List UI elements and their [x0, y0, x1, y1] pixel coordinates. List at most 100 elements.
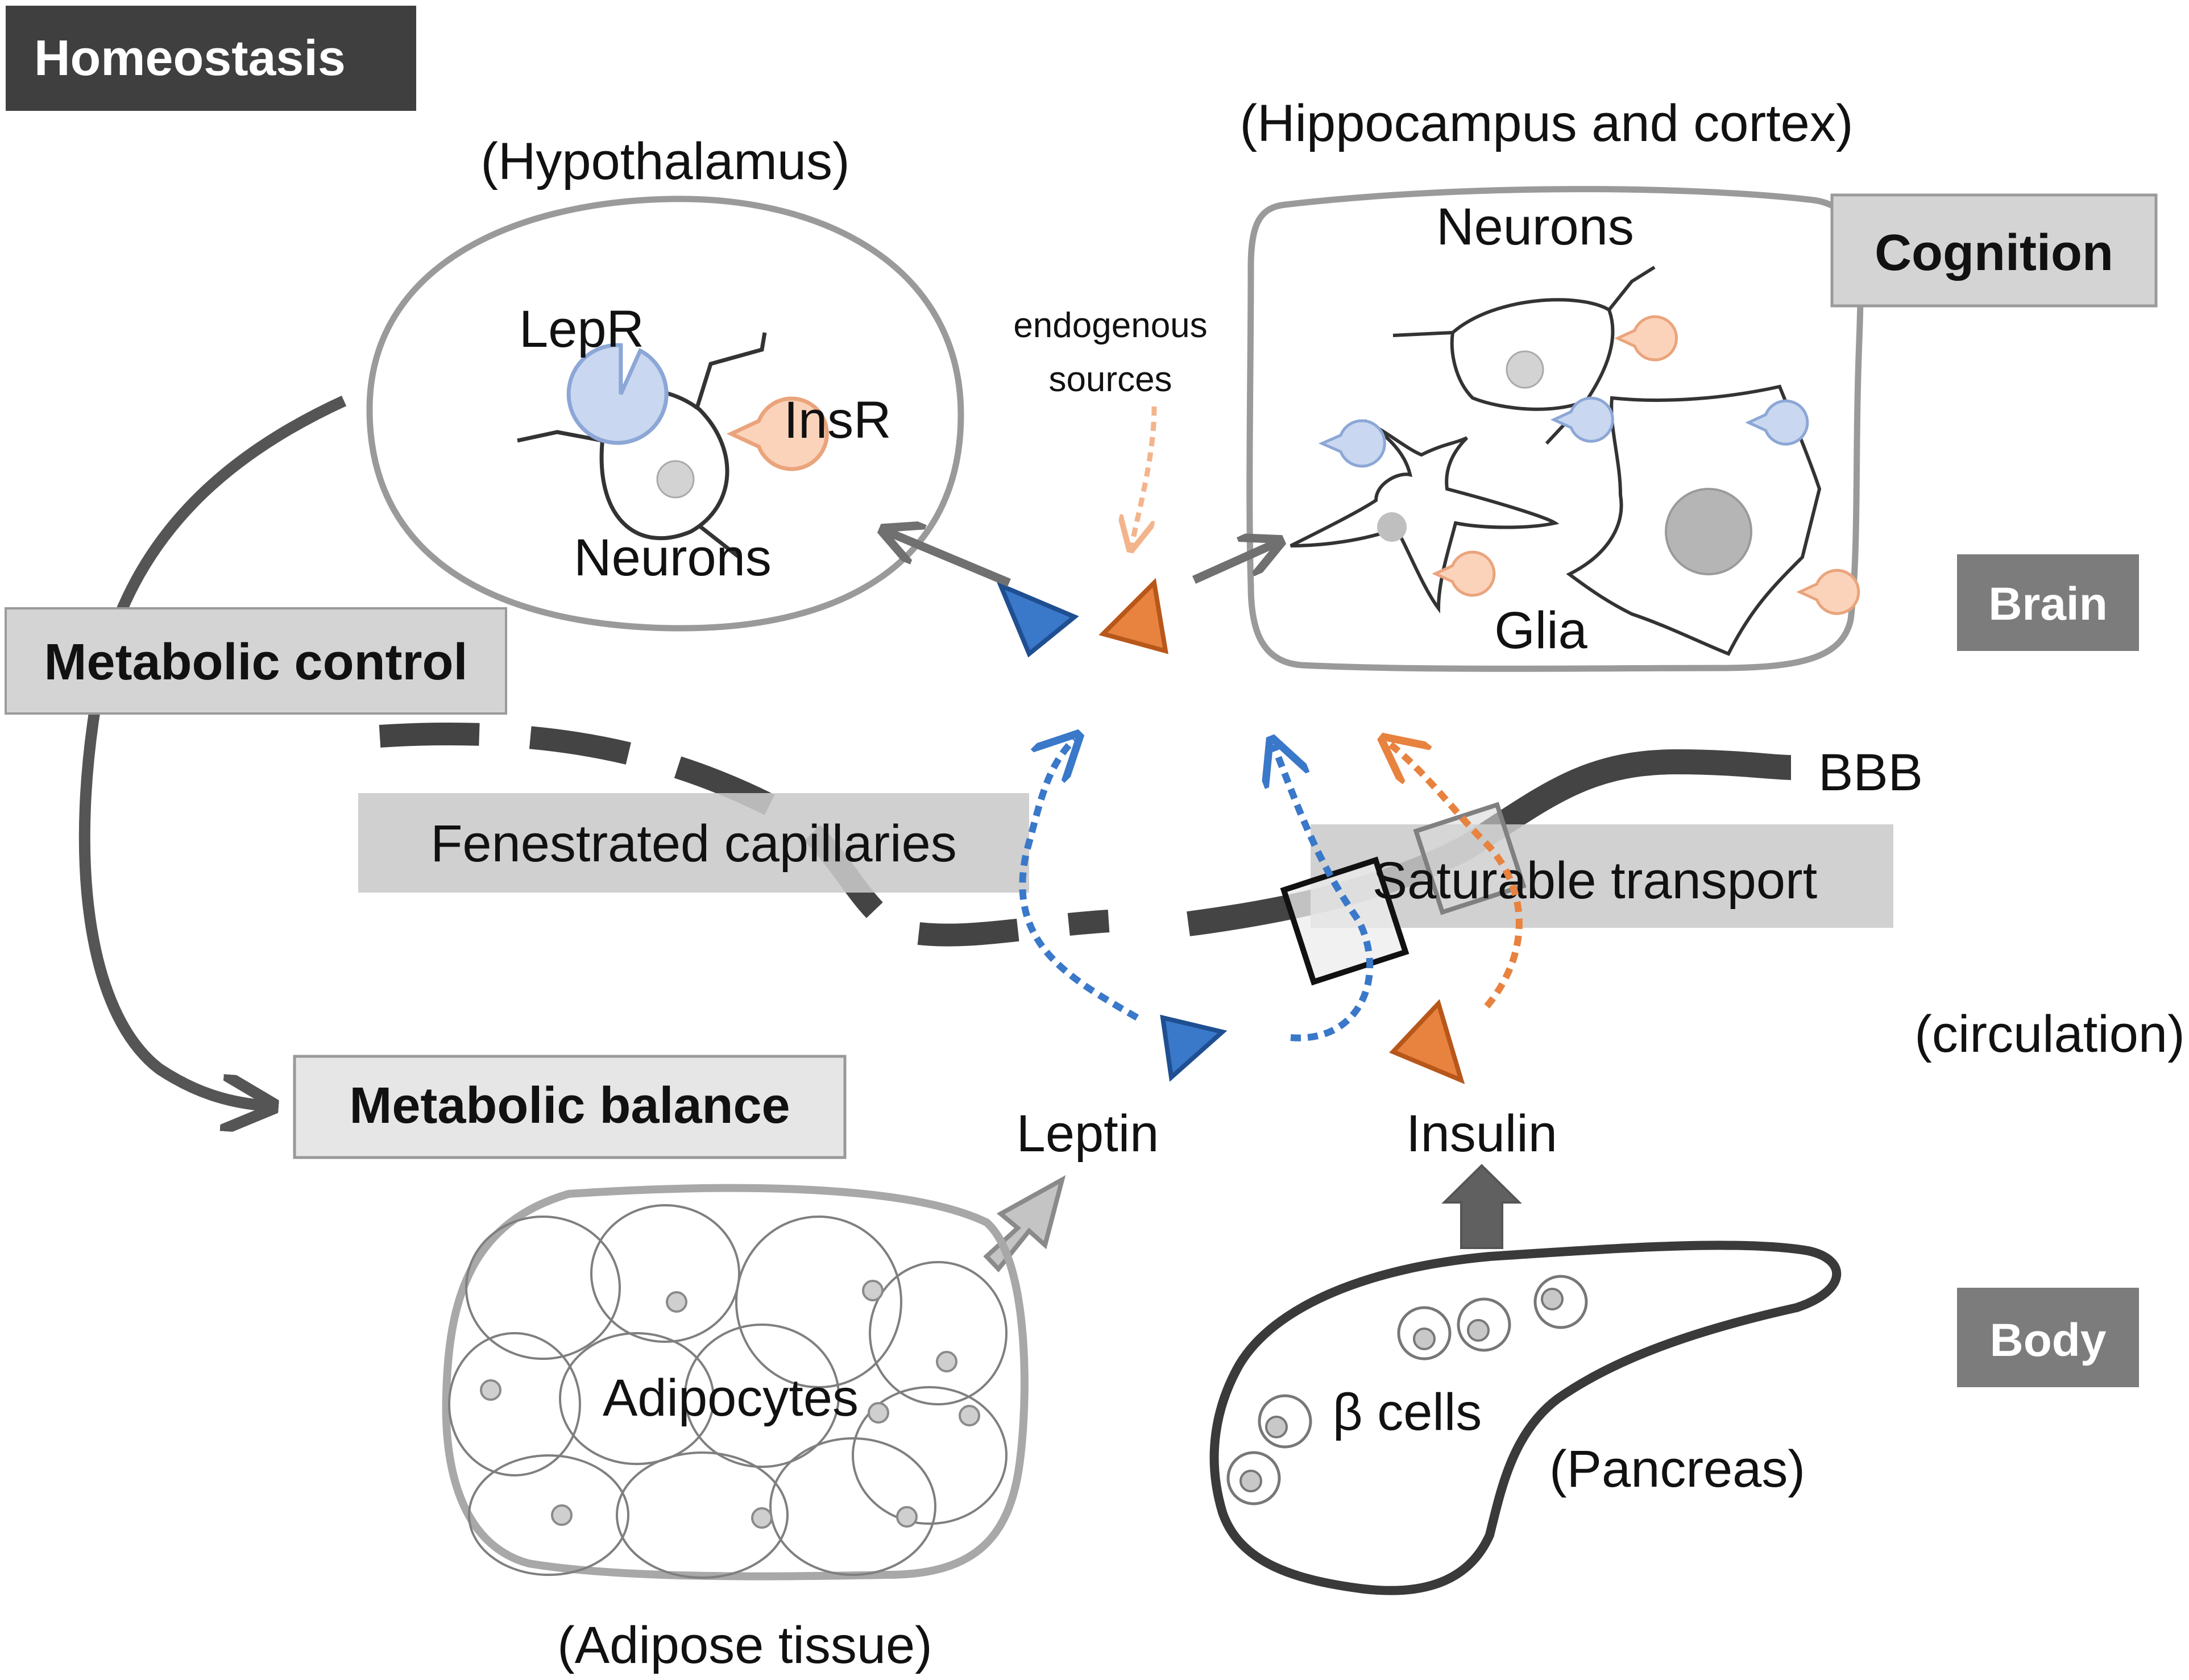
- beta-cell-nucleus: [1413, 1328, 1436, 1350]
- hypothalamus-group: (Hypothalamus) LepR InsR Neurons: [366, 132, 964, 632]
- lepr-receptor-icon: [1318, 419, 1386, 468]
- lepr-receptor-icon: [566, 343, 669, 445]
- cognition-label: Cognition: [1875, 225, 2113, 281]
- adipocyte-cell: [590, 1204, 740, 1343]
- insr-receptor-icon: [726, 396, 829, 471]
- leptin-bbb-dotted-arrow: [1274, 745, 1374, 1042]
- pancreas-caption: (Pancreas): [1549, 1440, 1805, 1498]
- arrow-to-hippocampus: [1192, 543, 1276, 584]
- endogenous-line1: endogenous: [1013, 306, 1207, 345]
- lepr-receptor-icon: [1745, 399, 1809, 446]
- hypothalamus-neuron-nucleus: [656, 460, 695, 499]
- leptin-label: Leptin: [1017, 1105, 1159, 1163]
- metabolic-control-label: Metabolic control: [44, 634, 467, 691]
- beta-cell: [1226, 1451, 1281, 1505]
- insulin-triangle-circulation: [1389, 999, 1465, 1084]
- leptin-triangle-brain: [996, 581, 1079, 658]
- hypothalamus-caption: (Hypothalamus): [480, 132, 849, 190]
- fenestrated-capillaries-box: [358, 793, 1029, 893]
- transporter-square-back: [1413, 802, 1527, 915]
- adipose-tissue-caption: (Adipose tissue): [557, 1616, 932, 1674]
- beta-cells-label: β cells: [1333, 1383, 1482, 1441]
- pancreas-outline: [1209, 1241, 1842, 1595]
- adipocyte-nuclei: [480, 1280, 980, 1529]
- arrow-to-hypothalamus: [887, 532, 1011, 587]
- homeostasis-title: Homeostasis: [34, 30, 346, 86]
- homeostasis-header: Homeostasis: [6, 6, 416, 111]
- insulin-label: Insulin: [1406, 1105, 1557, 1163]
- hypothalamus-neuron-dendrites: [517, 332, 767, 559]
- brain-region-label: Brain: [1957, 554, 2139, 651]
- beta-cell-nucleus: [1265, 1416, 1288, 1438]
- insulin-triangle-brain: [1098, 578, 1168, 654]
- adipose-tissue-group: Adipocytes (Adipose tissue): [442, 1184, 1029, 1674]
- metabolic-balance-box: [293, 1055, 847, 1159]
- metabolic-balance-label: Metabolic balance: [349, 1077, 790, 1134]
- adipocyte-cell: [769, 1437, 936, 1576]
- adipocyte-cell: [465, 1216, 621, 1360]
- leptin-triangle-circulation: [1160, 1014, 1228, 1082]
- insr-receptor-icon: [1432, 550, 1496, 597]
- hippocampus-neurons-label: Neurons: [1436, 198, 1634, 256]
- adipocyte-nucleus: [666, 1291, 687, 1313]
- adipose-outline: [442, 1184, 1029, 1581]
- insulin-bbb-dotted-arrow: [1387, 742, 1523, 1009]
- saturable-transport-label: Saturable transport: [1373, 852, 1817, 910]
- adipocyte-nucleus: [480, 1379, 501, 1401]
- bbb-label: BBB: [1818, 744, 1923, 802]
- endogenous-sources: endogenous sources: [1013, 306, 1208, 546]
- adipocyte-nucleus: [551, 1504, 573, 1526]
- adipocyte-cell: [735, 1216, 902, 1388]
- cognition-box: [1830, 193, 2158, 308]
- hippocampus-neuron-outline: [1450, 298, 1615, 411]
- adipocyte-cell: [684, 1324, 840, 1468]
- hippocampus-cortex-group: (Hippocampus and cortex) Cognition Neuro…: [1240, 94, 2158, 672]
- beta-cell: [1258, 1394, 1312, 1449]
- adipocyte-cell: [448, 1332, 581, 1476]
- adipocyte-cell: [468, 1454, 629, 1576]
- leptin-fenestrated-dotted-arrow: [1019, 739, 1139, 1021]
- leptin-secretion-arrow: [983, 1175, 1066, 1273]
- adipocyte-nucleus: [936, 1351, 957, 1372]
- lepr-label: LepR: [519, 300, 644, 358]
- brain-label: Brain: [1988, 578, 2108, 630]
- pancreas-group: β cells (Pancreas): [1209, 1241, 1842, 1595]
- star-glia-outline: [1290, 419, 1560, 614]
- beta-cells: [1226, 1275, 1588, 1505]
- large-glia-nucleus: [1665, 488, 1752, 575]
- glia-label: Glia: [1494, 602, 1587, 659]
- adipocyte-nucleus: [868, 1402, 889, 1424]
- beta-cell-nucleus: [1541, 1288, 1564, 1310]
- beta-cell-nucleus: [1239, 1470, 1262, 1492]
- insr-receptor-icon: [1796, 569, 1860, 615]
- adipocyte-cell: [616, 1451, 789, 1579]
- metabolic-control-curved-arrow: [78, 395, 347, 1106]
- beta-cell-nucleus: [1467, 1319, 1490, 1342]
- body-label: Body: [1990, 1314, 2107, 1366]
- adipocyte-nucleus: [862, 1280, 884, 1301]
- insr-label: InsR: [783, 391, 891, 449]
- circulation-label: (circulation): [1914, 1005, 2184, 1063]
- hypothalamus-neurons-label: Neurons: [574, 529, 772, 587]
- metabolic-control-box: [5, 607, 507, 715]
- large-glia-outline: [1566, 384, 1822, 656]
- beta-cell: [1533, 1275, 1588, 1329]
- adipocyte-cell: [852, 1386, 1008, 1525]
- endogenous-line2: sources: [1048, 360, 1172, 399]
- body-region-label: Body: [1957, 1288, 2139, 1387]
- fenestrated-capillaries-label: Fenestrated capillaries: [430, 815, 957, 873]
- beta-cell-nuclei: [1239, 1288, 1564, 1492]
- insulin-secretion-arrow: [1441, 1164, 1522, 1249]
- insr-receptor-icon: [1614, 315, 1678, 362]
- adipocyte-nucleus: [896, 1506, 918, 1528]
- adipocyte-cell: [869, 1261, 1008, 1405]
- adipocyte-cell: [559, 1332, 715, 1465]
- endogenous-dotted-arrow: [1131, 406, 1157, 546]
- beta-cell: [1457, 1297, 1511, 1352]
- saturable-transport-box: [1311, 824, 1893, 928]
- star-glia-nucleus: [1377, 512, 1407, 542]
- hippocampus-outline: [1246, 186, 1864, 672]
- adipocyte-nucleus: [959, 1405, 980, 1426]
- lepr-receptor-icon: [1550, 396, 1614, 443]
